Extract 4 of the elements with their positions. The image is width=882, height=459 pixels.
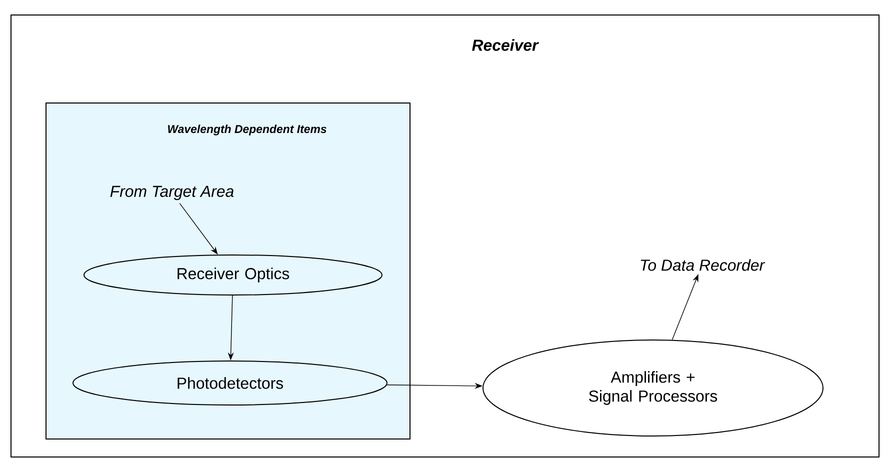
label-text: From Target Area — [110, 186, 234, 200]
label-text: To Data Recorder — [640, 259, 766, 271]
box-title: Wavelength Dependent Items — [168, 124, 326, 136]
box-title: Receiver — [472, 39, 539, 51]
